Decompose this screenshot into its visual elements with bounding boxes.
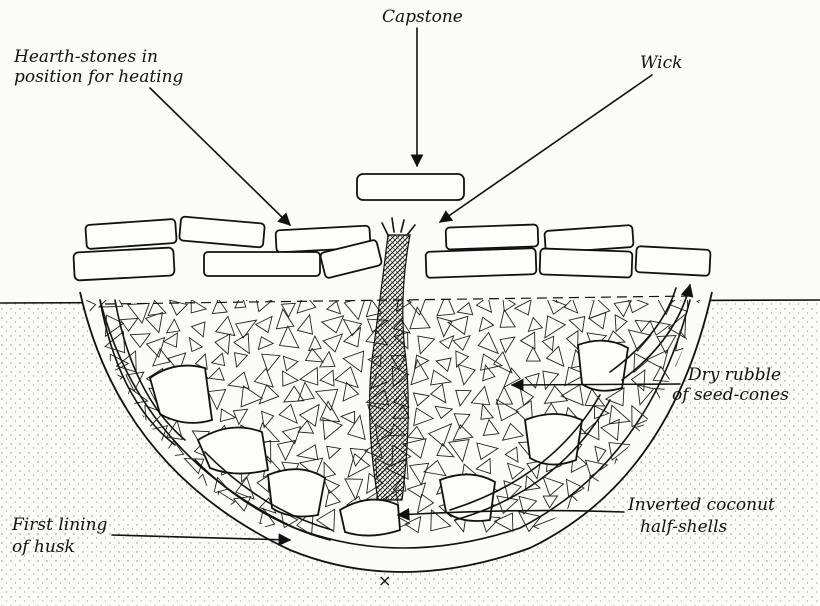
svg-text:Wick: Wick: [640, 53, 682, 73]
svg-text:Dry rubble: Dry rubble: [687, 365, 781, 385]
capstone: [357, 174, 464, 200]
svg-text:Hearth-stones in: Hearth-stones in: [13, 47, 158, 67]
svg-text:half-shells: half-shells: [640, 517, 728, 537]
svg-text:of husk: of husk: [12, 537, 75, 557]
svg-text:of seed-cones: of seed-cones: [672, 385, 789, 405]
svg-text:position for heating: position for heating: [14, 67, 184, 87]
svg-text:Inverted coconut: Inverted coconut: [627, 495, 775, 515]
svg-text:Capstone: Capstone: [382, 7, 463, 27]
center-mark: ×: [378, 571, 391, 590]
svg-text:First lining: First lining: [11, 515, 108, 535]
